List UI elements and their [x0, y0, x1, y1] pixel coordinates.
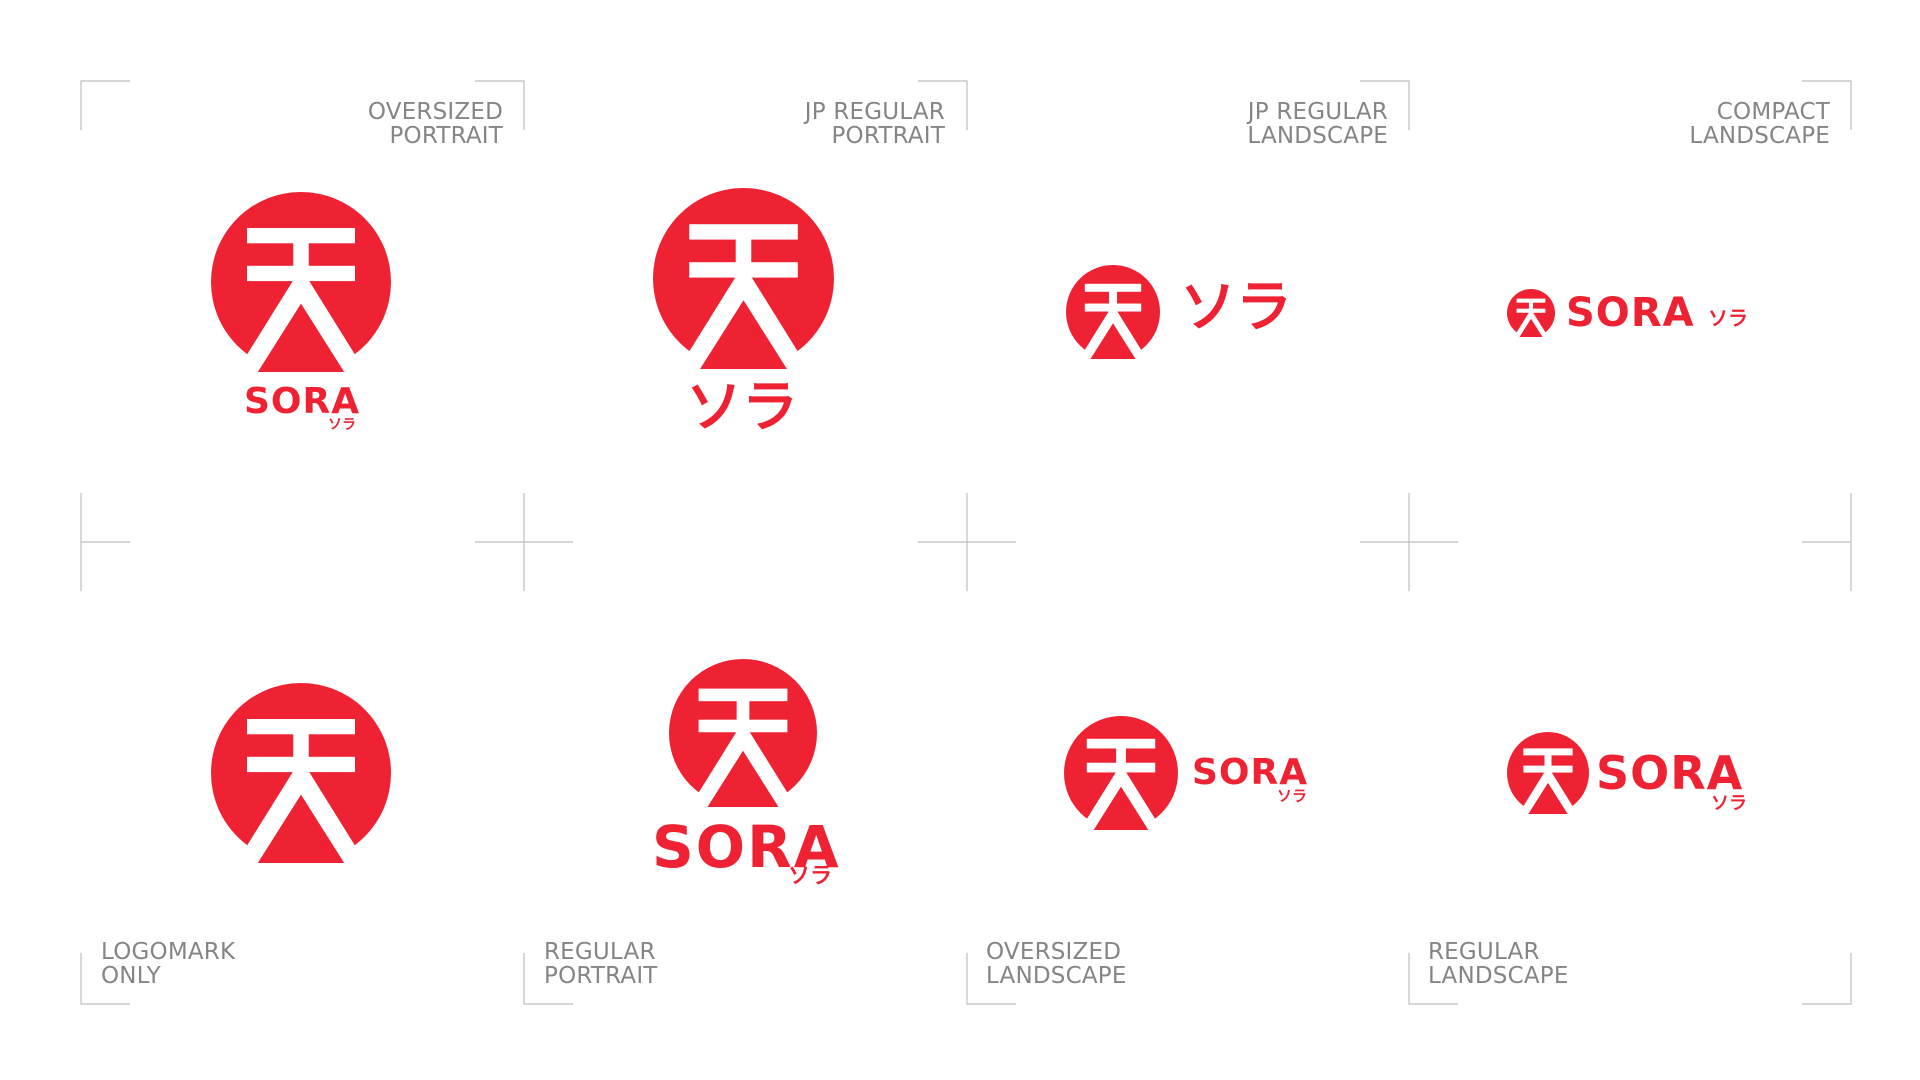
wordmark-kana: ソラ: [1180, 275, 1292, 340]
logomark-icon: [211, 192, 391, 372]
wordmark-sora: SORA: [1566, 290, 1695, 336]
logomark-icon: [1507, 289, 1555, 337]
logomark-icon: [211, 683, 391, 863]
wordmark-kana: ソラ: [1708, 306, 1748, 330]
logomark-icon: [1064, 716, 1178, 830]
wordmark-sora: SORA: [652, 813, 841, 881]
wordmark-sora: SORA: [1596, 746, 1744, 800]
label-compact-landscape: COMPACT LANDSCAPE: [1689, 99, 1830, 149]
label-logomark-only: LOGOMARK ONLY: [101, 939, 236, 989]
wordmark-sora: SORA: [1192, 752, 1309, 793]
label-regular-portrait: REGULAR PORTRAIT: [544, 939, 658, 989]
logomark-icon: [653, 188, 834, 369]
wordmark-kana: ソラ: [1277, 787, 1308, 805]
label-jp-regular-portrait: JP REGULAR PORTRAIT: [804, 99, 945, 149]
label-jp-regular-landscape: JP REGULAR LANDSCAPE: [1247, 99, 1388, 149]
wordmark-kana: ソラ: [788, 864, 833, 889]
label-oversized-portrait: OVERSIZED PORTRAIT: [367, 99, 503, 149]
wordmark-sora: SORA: [244, 381, 361, 422]
wordmark-kana: ソラ: [686, 375, 798, 440]
wordmark-kana: ソラ: [1711, 793, 1747, 814]
label-oversized-landscape: OVERSIZED LANDSCAPE: [986, 939, 1127, 989]
logomark-icon: [1507, 732, 1589, 814]
logomark-icon: [1066, 265, 1160, 359]
label-regular-landscape: REGULAR LANDSCAPE: [1428, 939, 1569, 989]
wordmark-kana: ソラ: [328, 417, 356, 433]
logomark-icon: [669, 659, 817, 807]
